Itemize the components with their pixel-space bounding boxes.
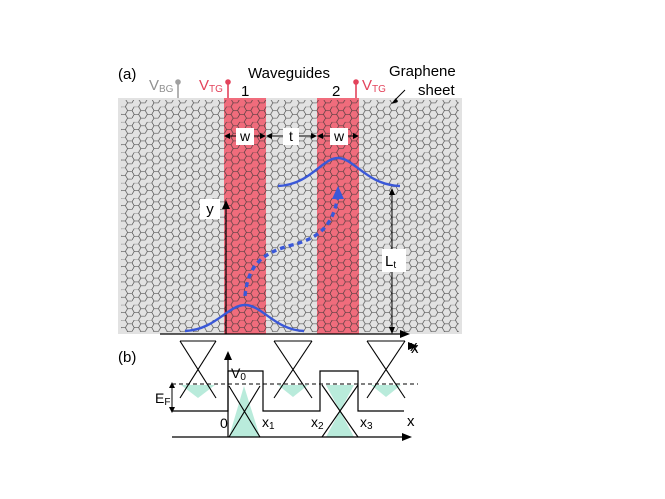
dirac-fill-lower-cone-4b: [326, 411, 354, 437]
vbg-label: VBG: [149, 77, 174, 95]
tick-x3: x3: [360, 414, 373, 432]
vbg-terminal: [175, 79, 181, 98]
lt-dimension: Lt: [382, 188, 406, 334]
x-axis-b: x: [172, 413, 415, 441]
svg-text:y: y: [206, 201, 214, 218]
graphene-label-line2: sheet: [418, 82, 456, 99]
tick-x2: x2: [311, 414, 324, 432]
dirac-cone-1: [179, 340, 217, 399]
vtg-terminal-left: [225, 79, 231, 98]
svg-text:x: x: [410, 338, 418, 355]
waveguide-2-number: 2: [332, 83, 340, 100]
width-dimension-1: w: [224, 128, 266, 145]
tick-x1: x1: [262, 414, 275, 432]
svg-text:x: x: [411, 340, 419, 357]
dirac-cone-2: [228, 385, 261, 438]
graphene-label-line1: Graphene: [389, 63, 456, 80]
dirac-cone-3: [273, 340, 313, 399]
dirac-cone-5: [366, 340, 406, 399]
ef-bracket: [169, 382, 175, 413]
dirac-fill-region-1: [181, 385, 215, 398]
v0-label: V0: [231, 365, 246, 383]
dirac-cone-4: [321, 384, 359, 438]
dirac-fill-region-3: [278, 385, 308, 397]
tick-0: 0: [220, 415, 228, 431]
svg-text:t: t: [289, 128, 293, 144]
svg-text:x: x: [407, 413, 415, 430]
mode-profile-waveguide-1: [184, 303, 305, 333]
graphene-pointer-arrow: [391, 89, 406, 104]
svg-text:w: w: [333, 128, 345, 144]
svg-text:Lt: Lt: [385, 253, 396, 271]
mode-profile-waveguide-2: [277, 156, 401, 188]
ef-label: EF: [155, 390, 170, 408]
vtg-terminal-right: [353, 79, 359, 98]
panel-a-label: (a): [118, 66, 136, 83]
coupling-path-dotted: [243, 195, 340, 297]
x-axis-b-arrow-top: x: [408, 338, 418, 355]
x-axis-a: x: [160, 330, 419, 357]
dirac-fill-lower-cone-4: [326, 385, 354, 411]
energy-axis-b: [224, 351, 232, 437]
width-dimension-2: w: [317, 128, 359, 145]
vtg-label-left: VTG: [199, 77, 223, 95]
gap-dimension: t: [266, 128, 317, 145]
coupling-arrowhead: [332, 186, 344, 199]
panel-b-label: (b): [118, 349, 136, 366]
vtg-label-right: VTG: [362, 77, 386, 95]
dirac-fill-region-5: [371, 385, 401, 397]
waveguides-label: Waveguides: [248, 65, 330, 82]
svg-text:w: w: [239, 128, 251, 144]
waveguide-1-number: 1: [241, 83, 249, 100]
